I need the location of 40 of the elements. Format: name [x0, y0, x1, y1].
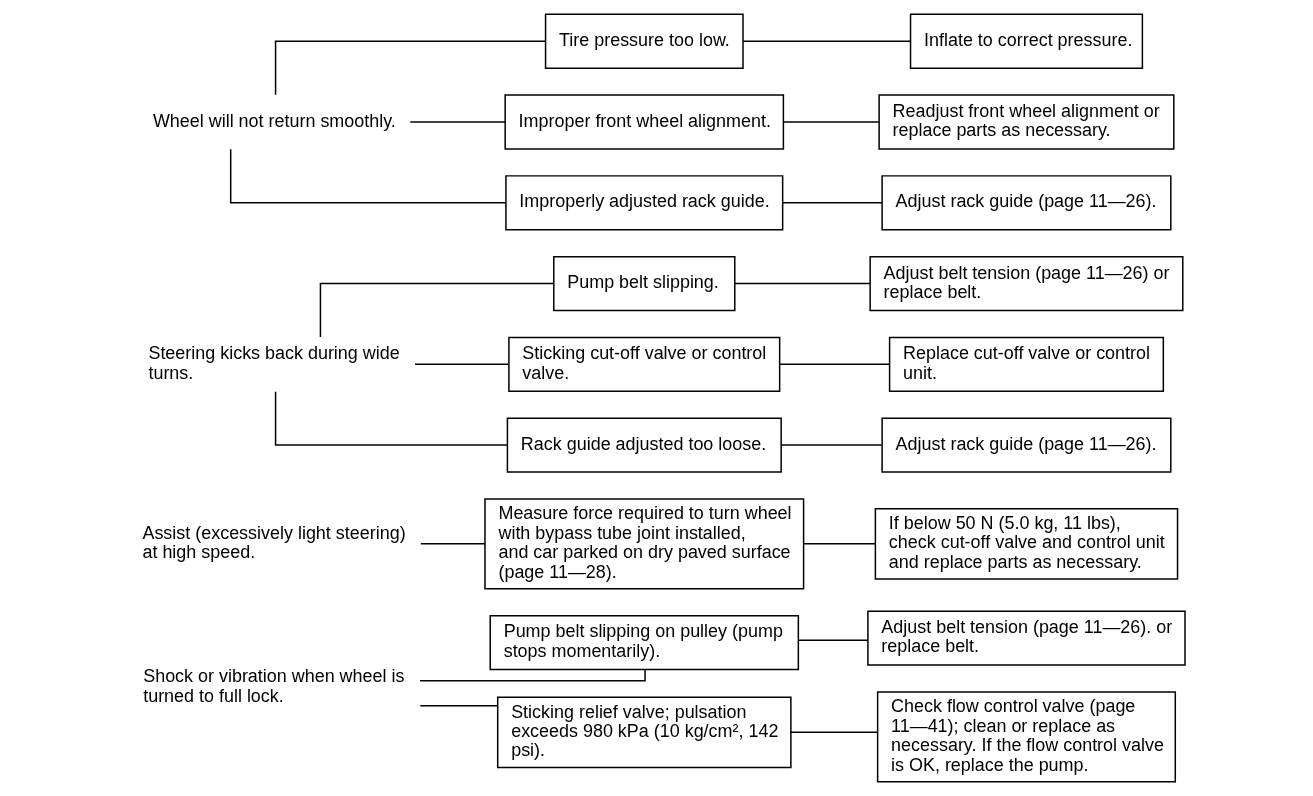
connector	[274, 40, 546, 96]
connector	[778, 363, 890, 366]
connector	[797, 639, 869, 642]
connector	[802, 543, 876, 545]
node-box: Improperly adjusted rack guide.	[504, 175, 783, 231]
node-box: Tire pressure too low.	[544, 13, 744, 69]
node-box: Improper front wheel alignment.	[503, 94, 784, 150]
connector	[274, 390, 508, 446]
node-box: Pump belt slipping.	[552, 255, 736, 312]
connector	[781, 202, 883, 204]
node-box: Adjust belt tension (page 11—26) or replace belt.	[868, 255, 1183, 312]
connector	[779, 444, 882, 446]
node-box: Rack guide adjusted too loose.	[506, 417, 782, 473]
node-box: Pump belt slipping on pulley (pump stops momentarily).	[488, 614, 799, 671]
connector	[419, 705, 498, 707]
node-box: Measure force required to turn wheel with bypass tube joint installed, and car parked on dry paved surface (page 11—28).	[483, 498, 804, 590]
connector	[413, 363, 509, 366]
node-text: Shock or vibration when wheel is turned to full lock.	[142, 666, 404, 706]
node-box: Sticking cut-off valve or control valve.	[507, 336, 780, 392]
connector	[741, 40, 911, 42]
node-box: Sticking relief valve; pulsation exceeds 980 kPa (10 kg/cm², 142 psi).	[496, 696, 792, 769]
node-box: Readjust front wheel alignment or replace parts as necessary.	[877, 94, 1175, 150]
connector	[409, 121, 506, 123]
connector	[319, 282, 554, 338]
node-text: Wheel will not return smoothly.	[152, 110, 396, 131]
node-box: Adjust rack guide (page 11—26).	[880, 175, 1172, 231]
connector	[789, 731, 878, 734]
node-text: Steering kicks back during wide turns.	[147, 343, 400, 383]
connector	[419, 543, 485, 545]
connector	[418, 669, 646, 682]
node-box: Check flow control valve (page 11—41); clean or replace as necessary. If the flow control valve is OK, replace the pump.	[876, 691, 1176, 783]
node-text: Assist (excessively light steering) at high speed.	[141, 522, 406, 563]
connector	[782, 121, 880, 123]
node-box: Replace cut-off valve or control unit.	[888, 336, 1164, 392]
connector	[733, 282, 871, 285]
connector	[229, 148, 506, 204]
node-box: Adjust belt tension (page 11—26). or replace belt.	[866, 610, 1186, 666]
node-box: If below 50 N (5.0 kg, 11 lbs), check cut-off valve and control unit and replace parts as necessary.	[874, 507, 1178, 580]
node-box: Adjust rack guide (page 11—26).	[880, 417, 1172, 473]
node-box: Inflate to correct pressure.	[909, 13, 1143, 69]
